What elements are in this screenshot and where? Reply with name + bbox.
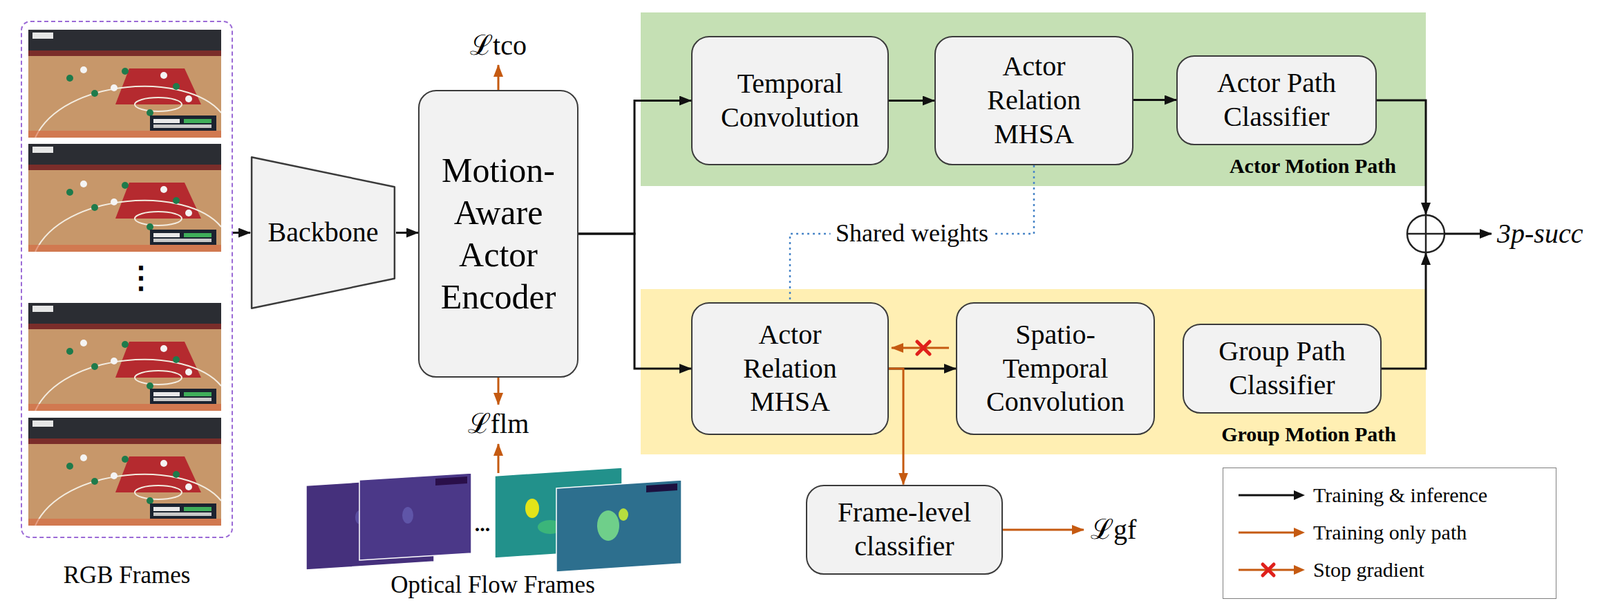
loss-label: ℒgf — [1090, 513, 1137, 546]
process-box: Actor Relation MHSA — [934, 35, 1134, 166]
loss-arrow — [497, 443, 500, 473]
legend-entry: Stop gradient — [1237, 550, 1542, 589]
flow-blob — [525, 498, 540, 518]
connector — [789, 165, 1034, 303]
process-box: Actor Relation MHSA — [691, 302, 889, 435]
connector — [232, 231, 251, 234]
legend-text: Stop gradient — [1313, 557, 1425, 583]
band-fill — [640, 12, 1426, 186]
node-text: Backbone — [268, 215, 379, 250]
video-frame — [28, 417, 222, 526]
legend-sample — [1237, 561, 1307, 578]
sum-symbol — [1407, 214, 1445, 253]
legend-sample — [1237, 486, 1307, 504]
flow-blob — [618, 507, 629, 521]
label-anchor: ℒgf — [1090, 513, 1137, 546]
backbone-trapezoid: Backbone — [250, 156, 397, 309]
legend-sample — [1237, 523, 1307, 541]
process-box: Temporal Convolution — [691, 35, 889, 166]
legend-entry: Training only path — [1237, 513, 1542, 551]
loss-arrow — [497, 377, 500, 405]
path-band: Group Motion Path Actor Relation MHSA Spat… — [640, 288, 1426, 455]
merge-line — [1381, 252, 1426, 369]
legend-text: Training only path — [1313, 519, 1467, 546]
label-anchor: ... — [474, 512, 491, 537]
arrowhead — [1293, 490, 1305, 500]
node-text: Actor Relation MHSA — [971, 49, 1097, 151]
legend-text: Training & inference — [1313, 482, 1488, 508]
classifier-box: Frame-level classifier — [805, 484, 1003, 575]
connector-label: Shared weights — [830, 219, 994, 248]
flow-bar — [646, 483, 678, 493]
loss-label: ℒflm — [467, 407, 530, 440]
video-frame — [28, 29, 222, 138]
connector — [396, 231, 419, 234]
band-title: Group Motion Path — [1221, 421, 1397, 448]
flow-frame — [556, 479, 682, 572]
flow-blob — [597, 510, 620, 541]
stop-gradient-cross — [1262, 563, 1274, 576]
label-anchor: ℒtco — [469, 29, 527, 62]
output-label: 3p-succ — [1497, 217, 1583, 250]
band-fill — [640, 288, 1426, 455]
arrowhead — [1293, 527, 1305, 538]
flow-frame — [359, 472, 472, 560]
group-caption: RGB Frames — [63, 560, 191, 591]
band-title: Actor Motion Path — [1229, 153, 1397, 180]
node-text: Actor Path Classifier — [1200, 66, 1353, 135]
caption-label: Optical Flow Frames — [390, 571, 596, 598]
legend-entry: Training & inference — [1237, 476, 1542, 514]
flow-bar — [435, 476, 468, 486]
label-anchor: ⋮ — [125, 260, 157, 296]
output-line — [1444, 232, 1492, 235]
loss-arrow — [1002, 528, 1084, 531]
connector — [578, 100, 692, 235]
sum-symbol — [1407, 214, 1445, 253]
path-band: Actor Motion Path Temporal Convolution Act… — [640, 12, 1426, 186]
classifier-box: Actor Path Classifier — [1176, 55, 1377, 146]
label-anchor: 3p-succ — [1497, 217, 1583, 250]
node-text: Group Path Classifier — [1206, 334, 1359, 403]
node-text: Spatio- Temporal Convolution — [982, 317, 1128, 419]
process-box: Spatio- Temporal Convolution — [955, 302, 1155, 435]
node-text: Temporal Convolution — [713, 67, 867, 135]
node-text: Frame-level classifier — [825, 495, 985, 564]
classifier-box: Group Path Classifier — [1182, 323, 1382, 414]
connector — [888, 99, 935, 102]
node-text: Actor Relation MHSA — [727, 317, 853, 419]
node-text: Motion- Aware Actor Encoder — [429, 149, 568, 318]
legend-line — [1238, 494, 1297, 497]
arrowhead — [1293, 564, 1305, 575]
stop-gradient-cross — [917, 341, 930, 354]
label-anchor: Optical Flow Frames — [390, 571, 596, 598]
flow-blob — [402, 506, 414, 524]
connector — [888, 368, 904, 485]
label-anchor: ℒflm — [467, 407, 530, 440]
legend-line — [1238, 531, 1297, 534]
loss-arrow — [497, 64, 500, 90]
video-frame — [28, 302, 222, 411]
ellipsis-mark: ... — [474, 512, 491, 537]
encoder-box: Motion- Aware Actor Encoder — [418, 89, 579, 378]
connector — [578, 233, 692, 369]
loss-label: ℒtco — [469, 29, 527, 62]
connector — [1133, 98, 1177, 101]
video-frame — [28, 143, 222, 252]
ellipsis-mark: ⋮ — [125, 260, 157, 296]
legend-box: Training & inferenceTraining only pathSt… — [1222, 467, 1557, 599]
trapezoid-shape — [251, 156, 395, 308]
input-frames-box: RGB Frames — [20, 20, 233, 538]
